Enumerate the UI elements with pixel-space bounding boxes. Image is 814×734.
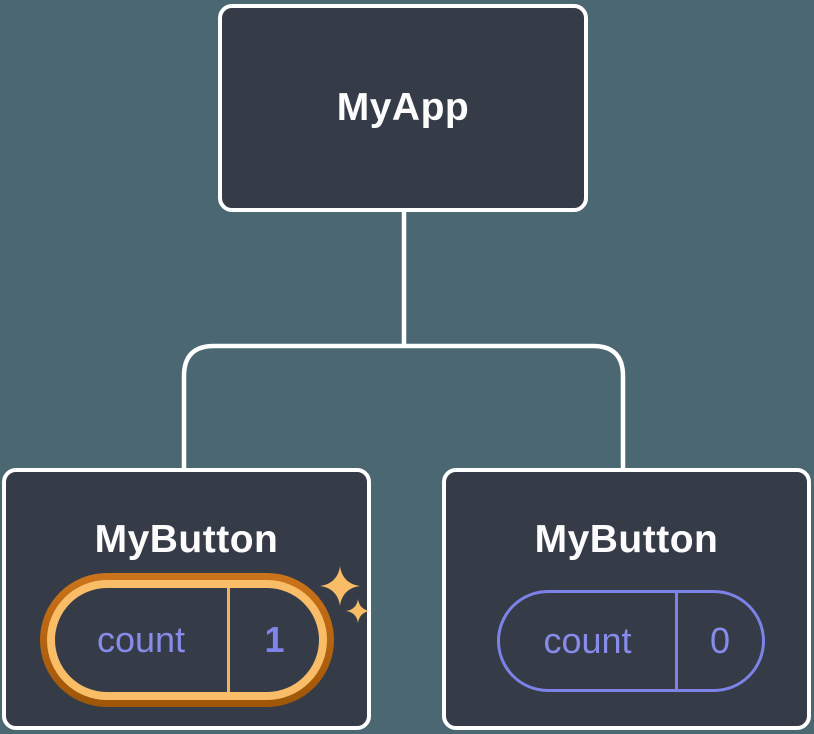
- state-pill-ring: count 1: [47, 580, 327, 700]
- node-mybutton-label: MyButton: [94, 518, 279, 561]
- state-value: 1: [264, 619, 285, 660]
- connector-branches: [181, 343, 626, 470]
- state-key: count: [543, 620, 632, 661]
- node-mybutton-plain: MyButton count 0: [442, 468, 811, 730]
- sparkle-icon: [320, 566, 360, 606]
- state-pill-body: count 1: [55, 588, 319, 692]
- sparkle-icon: [346, 599, 370, 623]
- state-key: count: [96, 619, 186, 660]
- node-mybutton-highlighted: MyButton count 1: [2, 468, 371, 730]
- node-mybutton-label: MyButton: [534, 518, 719, 561]
- state-pill: count 0: [497, 590, 765, 692]
- state-pill-divider: [227, 588, 230, 692]
- node-myapp-label: MyApp: [336, 86, 470, 129]
- state-pill-highlighted: count 1: [40, 573, 334, 707]
- state-pill-divider: [675, 593, 678, 689]
- node-myapp: MyApp: [218, 4, 588, 212]
- state-value: 0: [709, 620, 731, 661]
